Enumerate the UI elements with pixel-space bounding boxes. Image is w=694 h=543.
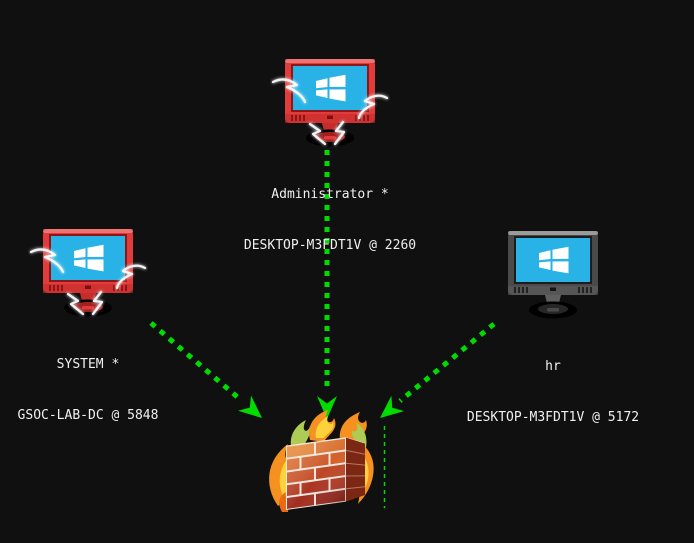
session-node-administrator[interactable]: Administrator * DESKTOP-M3FDT1V @ 2260 (210, 52, 450, 288)
session-host-label: DESKTOP-M3FDT1V @ 5172 (466, 410, 640, 425)
session-label: Administrator * DESKTOP-M3FDT1V @ 2260 (244, 152, 416, 288)
session-host-label: DESKTOP-M3FDT1V @ 2260 (243, 238, 417, 253)
session-label: hr DESKTOP-M3FDT1V @ 5172 (467, 324, 639, 460)
edge-hr-to-firewall (380, 322, 496, 418)
session-host-label: GSOC-LAB-DC @ 5848 (17, 408, 159, 423)
session-label: SYSTEM * GSOC-LAB-DC @ 5848 (18, 322, 159, 458)
session-user-label: Administrator * (271, 187, 389, 202)
edge-administrator-to-firewall (317, 150, 337, 419)
session-node-system[interactable]: SYSTEM * GSOC-LAB-DC @ 5848 (0, 222, 208, 458)
edge-system-to-firewall (149, 321, 262, 418)
firewall-node (262, 410, 382, 522)
workstation-icon (493, 224, 613, 322)
session-user-label: SYSTEM * (56, 357, 120, 372)
session-user-label: hr (545, 359, 561, 374)
compromised-workstation-icon (270, 52, 390, 150)
firewall-icon (262, 410, 382, 522)
compromised-workstation-icon (28, 222, 148, 320)
session-node-hr[interactable]: hr DESKTOP-M3FDT1V @ 5172 (433, 224, 673, 460)
